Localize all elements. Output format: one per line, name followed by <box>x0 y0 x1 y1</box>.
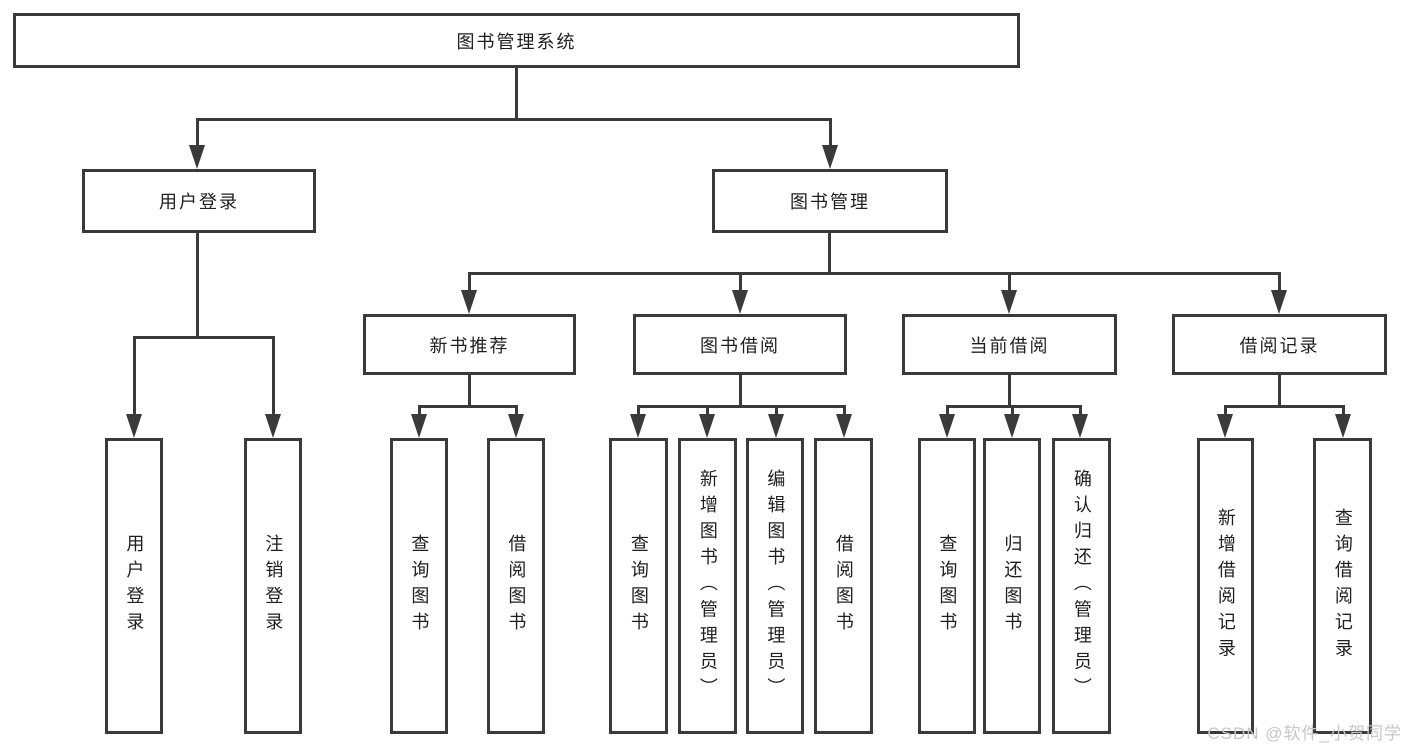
leaf-borrow-books-2-label: 借阅图书 <box>833 533 854 639</box>
leaf-query-books-1-label: 查询图书 <box>409 533 430 639</box>
leaf-query-books-3: 查询图书 <box>918 438 976 734</box>
connector-book-borrow-stem <box>739 375 742 405</box>
leaf-user-login: 用户登录 <box>105 438 163 734</box>
node-book-borrow: 图书借阅 <box>633 314 847 375</box>
arrowhead-down-icon <box>822 145 838 169</box>
connector-drop <box>1342 405 1345 416</box>
connector-drop-user-login <box>196 118 199 146</box>
connector-book-mgmt-stem <box>828 233 831 272</box>
arrowhead-down-icon <box>461 290 477 314</box>
connector-new-book-stem <box>468 375 471 405</box>
arrowhead-down-icon <box>939 414 955 438</box>
node-book-mgmt-label: 图书管理 <box>790 192 870 212</box>
connector-drop <box>418 405 421 416</box>
node-borrow-records-label: 借阅记录 <box>1239 335 1320 356</box>
node-book-mgmt: 图书管理 <box>712 169 948 233</box>
connector-drop-borrow-record <box>1278 272 1281 293</box>
leaf-query-books-2: 查询图书 <box>609 438 668 734</box>
leaf-user-login-label: 用户登录 <box>124 533 145 639</box>
arrowhead-down-icon <box>126 414 142 438</box>
node-new-book-recommend-label: 新书推荐 <box>429 335 510 356</box>
arrowhead-down-icon <box>699 414 715 438</box>
csdn-watermark: CSDN @软件_小贺同学 <box>1207 724 1402 743</box>
connector-new-book-bus <box>419 405 516 408</box>
arrowhead-down-icon <box>1004 414 1020 438</box>
leaf-query-books-3-label: 查询图书 <box>937 533 958 639</box>
connector-drop-leaf-logout <box>272 336 275 416</box>
leaf-query-books-1: 查询图书 <box>390 438 448 734</box>
node-book-borrow-label: 图书借阅 <box>700 335 780 356</box>
leaf-query-books-2-label: 查询图书 <box>628 533 649 639</box>
arrowhead-down-icon <box>265 414 281 438</box>
connector-book-mgmt-bus <box>469 272 1279 275</box>
node-root-label: 图书管理系统 <box>456 31 577 52</box>
arrowhead-down-icon <box>189 145 205 169</box>
arrowhead-down-icon <box>732 290 748 314</box>
leaf-return-books-label: 归还图书 <box>1002 533 1023 639</box>
connector-current-borrow-stem <box>1008 375 1011 405</box>
connector-drop <box>775 405 778 416</box>
arrowhead-down-icon <box>1271 290 1287 314</box>
arrowhead-down-icon <box>1072 414 1088 438</box>
node-current-borrow-label: 当前借阅 <box>969 335 1050 356</box>
connector-borrow-record-stem <box>1278 375 1281 405</box>
arrowhead-down-icon <box>836 414 852 438</box>
node-user-login-label: 用户登录 <box>159 192 239 212</box>
node-new-book-recommend: 新书推荐 <box>363 314 576 375</box>
leaf-borrow-books-1: 借阅图书 <box>487 438 545 734</box>
leaf-add-book-admin-label: 新增图书（管理员） <box>697 468 718 704</box>
arrowhead-down-icon <box>630 414 646 438</box>
node-borrow-records: 借阅记录 <box>1172 314 1387 375</box>
connector-drop <box>843 405 846 416</box>
leaf-logout-login-label: 注销登录 <box>263 533 284 639</box>
leaf-confirm-return-admin-label: 确认归还（管理员） <box>1071 468 1092 704</box>
connector-drop-current-borrow <box>1008 272 1011 293</box>
leaf-confirm-return-admin: 确认归还（管理员） <box>1052 438 1111 734</box>
arrowhead-down-icon <box>1335 414 1351 438</box>
arrowhead-down-icon <box>411 414 427 438</box>
connector-book-borrow-bus <box>638 405 844 408</box>
connector-drop <box>1011 405 1014 416</box>
connector-drop-leaf-user-login <box>133 336 136 416</box>
connector-drop-book-borrow <box>739 272 742 293</box>
node-user-login: 用户登录 <box>82 169 316 233</box>
leaf-query-borrow-record: 查询借阅记录 <box>1313 438 1372 734</box>
connector-root-stem <box>515 68 518 118</box>
connector-user-login-stem <box>196 233 199 336</box>
connector-drop-book-mgmt <box>829 118 832 146</box>
connector-drop-new-book-rec <box>468 272 471 293</box>
connector-root-bus <box>197 118 830 121</box>
leaf-edit-book-admin-label: 编辑图书（管理员） <box>765 468 786 704</box>
arrowhead-down-icon <box>768 414 784 438</box>
connector-user-login-bus <box>133 336 274 339</box>
connector-drop <box>706 405 709 416</box>
leaf-query-borrow-record-label: 查询借阅记录 <box>1332 507 1353 665</box>
leaf-add-borrow-record: 新增借阅记录 <box>1197 438 1254 734</box>
leaf-add-book-admin: 新增图书（管理员） <box>678 438 737 734</box>
arrowhead-down-icon <box>1001 290 1017 314</box>
leaf-logout-login: 注销登录 <box>244 438 302 734</box>
leaf-borrow-books-1-label: 借阅图书 <box>506 533 527 639</box>
connector-drop <box>637 405 640 416</box>
connector-drop <box>515 405 518 416</box>
arrowhead-down-icon <box>1217 414 1233 438</box>
connector-borrow-record-bus <box>1225 405 1343 408</box>
connector-drop <box>946 405 949 416</box>
arrowhead-down-icon <box>508 414 524 438</box>
leaf-edit-book-admin: 编辑图书（管理员） <box>746 438 804 734</box>
leaf-return-books: 归还图书 <box>983 438 1041 734</box>
leaf-borrow-books-2: 借阅图书 <box>814 438 873 734</box>
node-root: 图书管理系统 <box>13 13 1020 68</box>
node-current-borrow: 当前借阅 <box>902 314 1117 375</box>
connector-drop <box>1079 405 1082 416</box>
leaf-add-borrow-record-label: 新增借阅记录 <box>1215 507 1236 665</box>
connector-drop <box>1224 405 1227 416</box>
